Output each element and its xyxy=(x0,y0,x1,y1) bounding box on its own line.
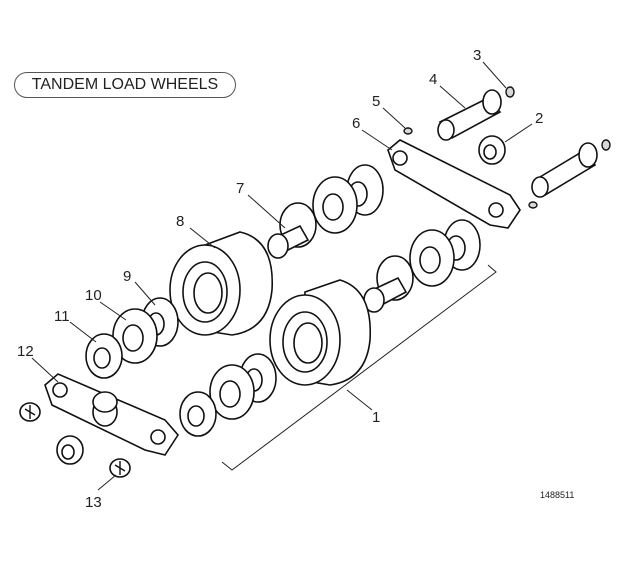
set-screw xyxy=(528,201,538,209)
upper-bearing-stack xyxy=(267,164,384,259)
bushing-2 xyxy=(478,135,506,165)
callout-10: 10 xyxy=(85,287,102,304)
bearing-10 xyxy=(112,308,158,364)
callout-9: 9 xyxy=(123,268,131,285)
side-plate-left xyxy=(44,373,179,456)
bushing-left xyxy=(56,435,84,465)
side-plate-right xyxy=(387,139,521,229)
wheel-lower xyxy=(269,279,372,386)
callout-2: 2 xyxy=(535,110,543,127)
bolt-13 xyxy=(109,458,131,478)
callout-7: 7 xyxy=(236,180,244,197)
callout-6: 6 xyxy=(352,115,360,132)
washer-11 xyxy=(85,333,123,379)
wheel-8 xyxy=(169,231,273,336)
diagram-title: TANDEM LOAD WHEELS xyxy=(14,72,236,98)
callout-5: 5 xyxy=(372,93,380,110)
pin-lower xyxy=(531,139,611,198)
leader-lines xyxy=(31,61,533,491)
lower-bearing-stack xyxy=(363,219,481,313)
callout-12: 12 xyxy=(17,343,34,360)
callout-8: 8 xyxy=(176,213,184,230)
figure-id: 1488511 xyxy=(540,490,575,500)
callout-1: 1 xyxy=(372,409,380,426)
lower-bearings xyxy=(179,353,277,437)
callout-11: 11 xyxy=(54,308,70,325)
callout-13: 13 xyxy=(85,494,102,511)
pin-upper xyxy=(437,86,515,141)
callout-3: 3 xyxy=(473,47,481,64)
set-screw-5 xyxy=(403,127,413,135)
bolt-left xyxy=(19,402,41,422)
callout-4: 4 xyxy=(429,71,437,88)
